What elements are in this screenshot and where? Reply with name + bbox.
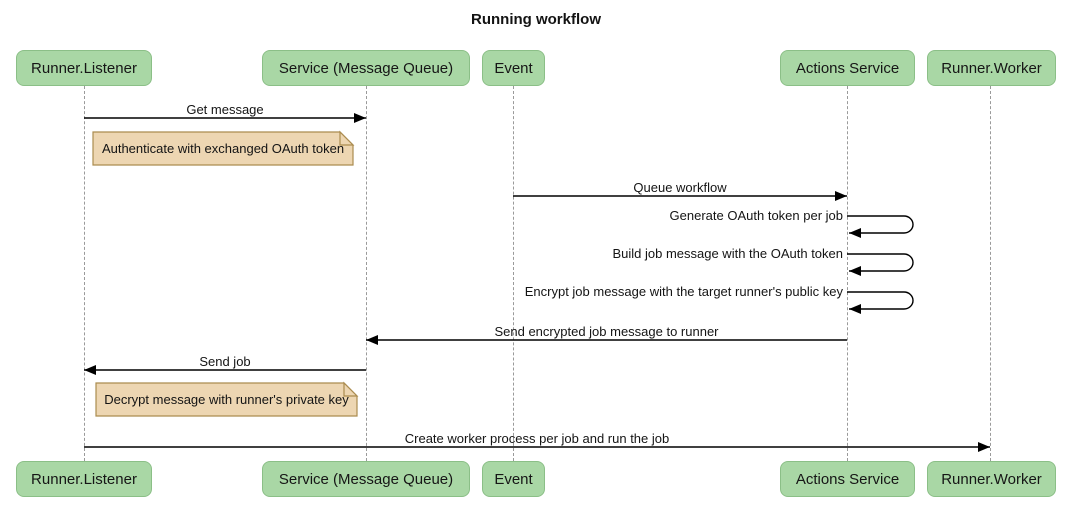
actor-label: Runner.Worker: [941, 470, 1042, 488]
lifeline-event: [513, 86, 514, 461]
message-label-generate-oauth-token: Generate OAuth token per job: [669, 208, 843, 223]
actor-bottom-service-message-queue: Service (Message Queue): [262, 461, 470, 497]
actor-bottom-runner-worker: Runner.Worker: [927, 461, 1056, 497]
self-loop-generate-oauth-token: [847, 215, 914, 238]
actor-label: Actions Service: [795, 470, 900, 488]
actor-top-actions-service: Actions Service: [780, 50, 915, 86]
self-loop-build-job-message: [847, 253, 914, 276]
actor-label: Actions Service: [795, 59, 900, 77]
actor-top-event: Event: [482, 50, 545, 86]
actor-label: Service (Message Queue): [278, 470, 454, 488]
note-decrypt-private-key: Decrypt message with runner's private ke…: [104, 392, 349, 407]
self-loop-encrypt-job-message: [847, 291, 914, 314]
note-authenticate-oauth: Authenticate with exchanged OAuth token: [101, 141, 345, 156]
message-label-get-message: Get message: [186, 102, 264, 117]
actor-label: Event: [494, 470, 533, 488]
lifeline-actions-service: [847, 86, 848, 461]
lifeline-runner-listener: [83, 86, 85, 461]
actor-bottom-event: Event: [482, 461, 545, 497]
lifeline-service-message-queue: [365, 86, 367, 461]
message-label-queue-workflow: Queue workflow: [633, 180, 727, 195]
actor-top-runner-listener: Runner.Listener: [16, 50, 152, 86]
actor-bottom-runner-listener: Runner.Listener: [16, 461, 152, 497]
actor-top-service-message-queue: Service (Message Queue): [262, 50, 470, 86]
actor-label: Runner.Worker: [941, 59, 1042, 77]
message-label-encrypt-job-message: Encrypt job message with the target runn…: [524, 284, 843, 299]
actor-label: Runner.Listener: [31, 470, 137, 488]
lifeline-runner-worker: [990, 86, 991, 461]
message-label-send-encrypted-job-message: Send encrypted job message to runner: [494, 324, 719, 339]
actor-bottom-actions-service: Actions Service: [780, 461, 915, 497]
message-label-build-job-message: Build job message with the OAuth token: [612, 246, 843, 261]
message-label-create-worker-process: Create worker process per job and run th…: [404, 431, 670, 446]
message-label-send-job: Send job: [199, 354, 251, 369]
diagram-title: Running workflow: [471, 11, 601, 28]
actor-top-runner-worker: Runner.Worker: [927, 50, 1056, 86]
actor-label: Event: [494, 59, 533, 77]
actor-label: Service (Message Queue): [278, 59, 454, 77]
actor-label: Runner.Listener: [31, 59, 137, 77]
